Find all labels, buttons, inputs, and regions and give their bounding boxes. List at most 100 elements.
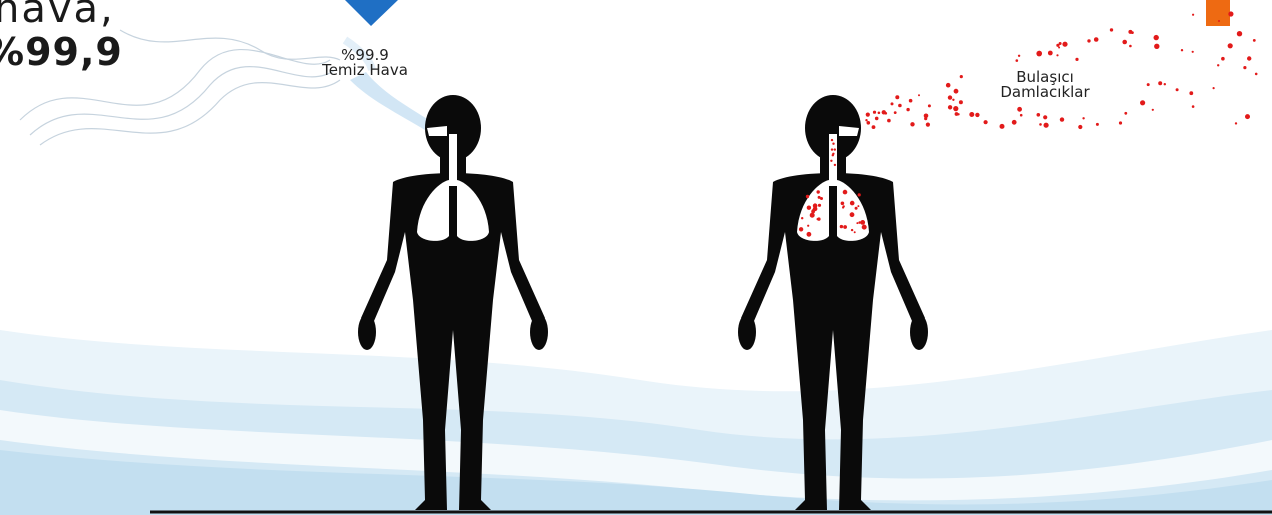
lung-dot — [807, 206, 811, 210]
droplet-dot — [1243, 66, 1246, 69]
lung-dot — [799, 227, 803, 231]
droplet-dot — [1154, 44, 1159, 49]
droplet-dot — [1075, 58, 1078, 61]
droplet-dot — [1152, 109, 1154, 111]
droplet-dot — [948, 105, 952, 109]
lung-dot — [807, 232, 812, 237]
droplet-dot — [1192, 14, 1194, 16]
droplet-dot — [906, 108, 909, 111]
lung-dot — [801, 217, 803, 219]
droplet-dot — [928, 104, 931, 107]
droplet-dot — [1192, 105, 1195, 108]
blue-triangle-marker-icon — [345, 0, 398, 26]
droplet-dot — [1228, 43, 1233, 48]
droplet-dot — [1221, 57, 1225, 61]
lung-dot — [854, 231, 856, 233]
droplet-dot — [1181, 49, 1183, 51]
droplet-dot — [1082, 117, 1084, 119]
droplet-dot — [1228, 11, 1233, 16]
droplet-dot — [1247, 56, 1251, 60]
headline-line1: hava, — [0, 0, 115, 32]
lung-dot — [818, 204, 821, 207]
droplet-dot — [1094, 37, 1099, 42]
droplet-dot — [959, 100, 963, 104]
droplet-dot — [895, 95, 899, 99]
lung-dot — [813, 207, 818, 212]
droplet-dot — [910, 122, 914, 126]
droplet-dot — [1020, 114, 1023, 117]
lung-dot — [862, 225, 867, 230]
droplet-dot — [1213, 87, 1215, 89]
droplet-dot — [1189, 91, 1193, 95]
droplet-dot — [1237, 31, 1242, 36]
trachea-dot — [830, 160, 832, 162]
lung-dot — [855, 207, 858, 210]
droplet-dot — [867, 121, 871, 125]
droplet-dot — [953, 106, 958, 111]
droplet-dot — [1058, 47, 1060, 49]
droplet-dot — [865, 119, 867, 121]
droplet-dot — [1000, 124, 1005, 129]
lung-dot — [820, 197, 823, 200]
lung-dot — [817, 190, 820, 193]
trachea-dot — [832, 154, 834, 156]
droplet-dot — [1192, 51, 1194, 53]
droplet-dot — [1129, 45, 1132, 48]
trachea-dot — [832, 143, 834, 145]
droplet-dot — [1018, 55, 1020, 57]
lung-dot — [810, 213, 815, 218]
droplet-dot — [1016, 59, 1019, 62]
trachea-dot — [834, 148, 836, 150]
lung-dot — [858, 193, 861, 196]
droplet-dot — [1140, 100, 1145, 105]
droplet-dot — [1037, 51, 1042, 56]
droplets-label-line2: Damlacıklar — [980, 85, 1110, 100]
lung-dot — [843, 205, 845, 207]
droplet-dot — [1012, 120, 1017, 125]
droplet-dot — [1060, 117, 1064, 121]
droplet-dot — [1062, 42, 1067, 47]
droplet-dot — [1043, 115, 1047, 119]
droplet-dot — [918, 94, 920, 96]
droplet-dot — [984, 120, 988, 124]
droplet-dot — [1056, 44, 1059, 47]
lung-dot — [850, 212, 855, 217]
droplet-dot — [1158, 81, 1162, 85]
droplet-dot — [1217, 64, 1219, 66]
droplet-dot — [1131, 31, 1134, 34]
droplet-dot — [1245, 114, 1250, 119]
droplet-dot — [894, 111, 897, 114]
droplet-dot — [954, 89, 959, 94]
droplet-dot — [1017, 107, 1022, 112]
droplet-dot — [1154, 35, 1159, 40]
droplet-dot — [1039, 123, 1042, 126]
lung-dot — [851, 229, 853, 231]
lung-dot — [840, 225, 843, 228]
lung-dot — [817, 217, 820, 220]
trachea-dot — [831, 148, 833, 150]
droplet-dot — [873, 111, 876, 114]
droplet-dot — [1119, 121, 1122, 124]
clean-air-label: %99.9 Temiz Hava — [305, 48, 425, 78]
droplet-dot — [924, 114, 929, 119]
droplet-dot — [1122, 40, 1127, 45]
droplet-dot — [875, 117, 879, 121]
droplet-dot — [1164, 83, 1166, 85]
droplet-dot — [1096, 123, 1099, 126]
droplet-dot — [898, 104, 902, 108]
droplet-dot — [969, 112, 974, 117]
droplet-dot — [1110, 28, 1113, 31]
clean-air-text: Temiz Hava — [305, 63, 425, 78]
droplet-dot — [878, 112, 881, 115]
droplet-dot — [1124, 112, 1127, 115]
lung-dot — [807, 225, 809, 227]
lung-dot — [857, 205, 859, 207]
droplet-dot — [926, 123, 930, 127]
droplet-dot — [885, 112, 888, 115]
droplet-dot — [1253, 39, 1256, 42]
droplet-dot — [1176, 88, 1179, 91]
lung-dot — [843, 225, 847, 229]
droplet-dot — [946, 83, 951, 88]
droplet-dot — [1037, 113, 1041, 117]
droplet-dot — [948, 95, 952, 99]
